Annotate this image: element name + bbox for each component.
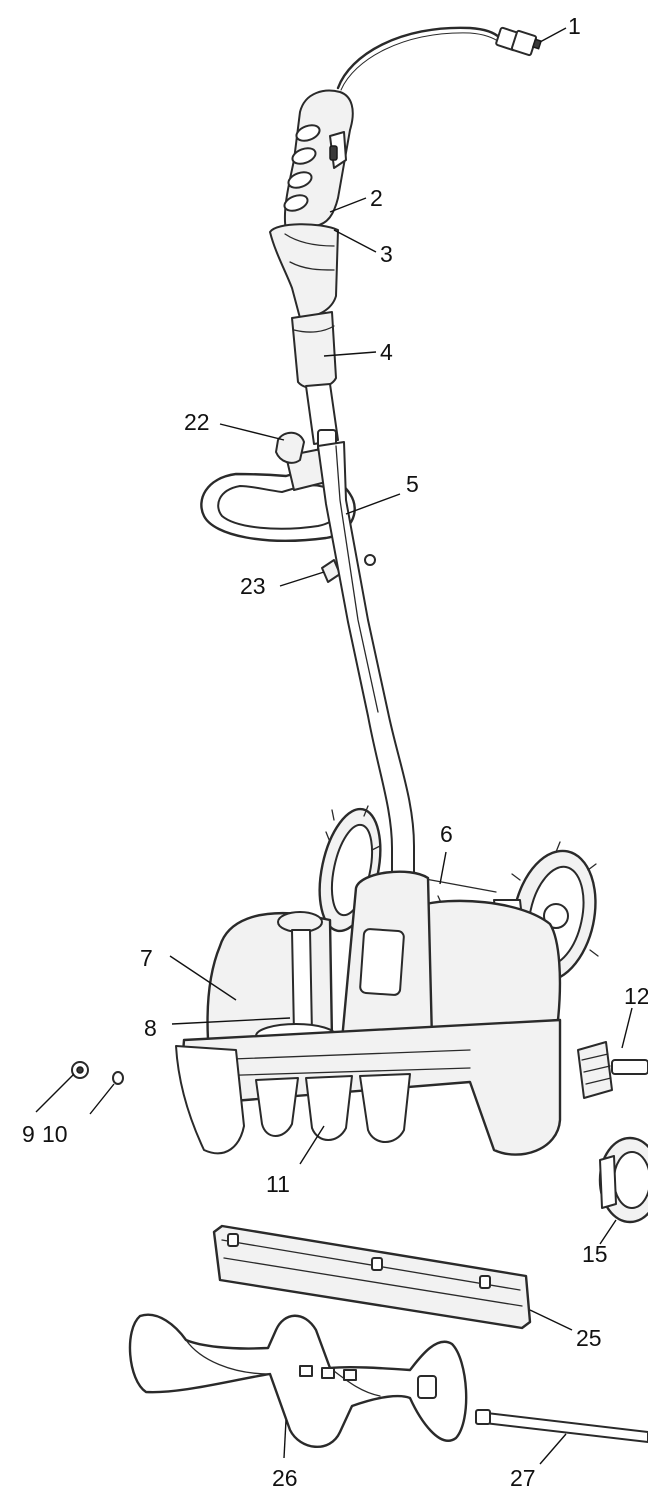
- callout-15: 15: [582, 1241, 608, 1267]
- spiral-auger: [128, 1313, 468, 1449]
- scraper-bar: [212, 1224, 532, 1330]
- callout-4: 4: [380, 339, 393, 365]
- drive-gear: [598, 1136, 648, 1224]
- power-cord: [336, 26, 502, 91]
- washer: [112, 1071, 124, 1085]
- axle-assembly: [577, 1041, 648, 1099]
- auger-paddles: [255, 1073, 411, 1143]
- callout-12: 12: [624, 983, 648, 1009]
- callout-1: 1: [568, 13, 581, 39]
- plug-connector: [495, 26, 543, 57]
- callout-6: 6: [440, 821, 453, 847]
- handle-grip-cover: [269, 223, 339, 319]
- callout-3: 3: [380, 241, 393, 267]
- leader-lines: [35, 27, 633, 1465]
- nut: [71, 1061, 89, 1079]
- drive-shaft: [475, 1409, 648, 1443]
- callout-25: 25: [576, 1325, 602, 1351]
- callout-7: 7: [140, 945, 153, 971]
- callout-23: 23: [240, 573, 266, 599]
- callout-26: 26: [272, 1465, 298, 1491]
- callout-10: 10: [42, 1121, 68, 1147]
- callout-5: 5: [406, 471, 419, 497]
- callout-27: 27: [510, 1465, 536, 1491]
- callout-22: 22: [184, 409, 210, 435]
- handle-sleeve: [291, 311, 337, 390]
- callout-2: 2: [370, 185, 383, 211]
- callout-8: 8: [144, 1015, 157, 1041]
- callout-11: 11: [266, 1171, 290, 1197]
- upper-handle: [283, 89, 354, 231]
- callout-9: 9: [22, 1121, 35, 1147]
- callout-labels: 1 2 3 4 22 5 23 6 7 8 9 10 11 12 15 25 2…: [22, 13, 648, 1491]
